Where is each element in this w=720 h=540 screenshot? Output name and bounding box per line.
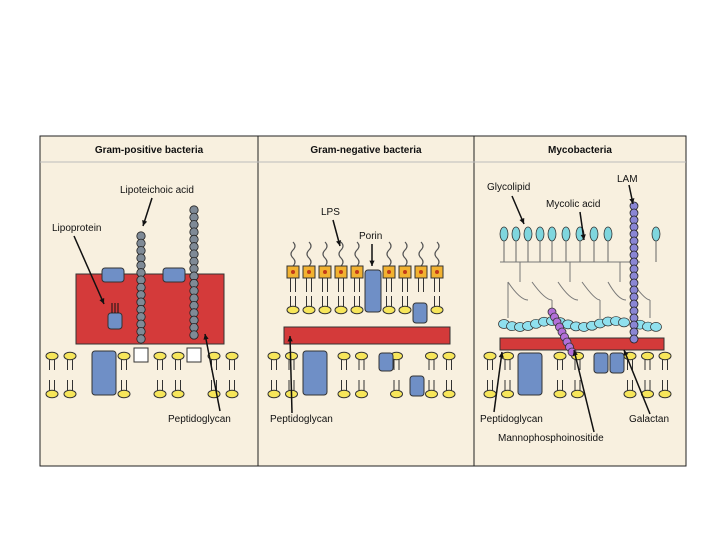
label-glycolipid: Glycolipid bbox=[487, 182, 530, 193]
lipid-head bbox=[642, 352, 654, 360]
lipid-head bbox=[226, 390, 238, 398]
lipid-head bbox=[268, 390, 280, 398]
lipid-head bbox=[659, 390, 671, 398]
porin bbox=[365, 270, 381, 312]
glycolipid-head bbox=[512, 227, 520, 241]
lipid-head bbox=[64, 352, 76, 360]
lipid-head bbox=[287, 306, 299, 314]
lipid-head bbox=[303, 306, 315, 314]
label-galactan: Galactan bbox=[629, 414, 669, 425]
panel-title: Gram-negative bacteria bbox=[310, 145, 422, 156]
lps-dot bbox=[339, 270, 343, 274]
arabinogalactan-bead bbox=[651, 322, 662, 331]
lipid-head bbox=[443, 352, 455, 360]
panel-title: Mycobacteria bbox=[548, 145, 612, 156]
label-peptidoglycan: Peptidoglycan bbox=[168, 414, 231, 425]
membrane-protein bbox=[594, 353, 608, 373]
lipid-head bbox=[356, 390, 368, 398]
membrane-protein bbox=[610, 353, 624, 373]
lipid-head bbox=[268, 352, 280, 360]
lipid-head bbox=[356, 352, 368, 360]
lipoprotein bbox=[108, 313, 122, 329]
membrane-protein bbox=[410, 376, 424, 396]
outer-membrane-protein bbox=[413, 303, 427, 323]
glycolipid-head bbox=[590, 227, 598, 241]
peptidoglycan-layer bbox=[284, 327, 450, 344]
label-peptidoglycan: Peptidoglycan bbox=[270, 414, 333, 425]
lipid-head bbox=[426, 390, 438, 398]
lipid-head bbox=[172, 390, 184, 398]
label-mannophosphoinositide: Mannophosphoinositide bbox=[498, 433, 604, 444]
label-lps: LPS bbox=[321, 207, 340, 218]
lipid-head bbox=[226, 352, 238, 360]
label-lam: LAM bbox=[617, 174, 638, 185]
lps-dot bbox=[307, 270, 311, 274]
lipid-head bbox=[431, 306, 443, 314]
lps-dot bbox=[355, 270, 359, 274]
glycolipid-head bbox=[524, 227, 532, 241]
anchor-box bbox=[187, 348, 201, 362]
lipid-head bbox=[118, 352, 130, 360]
surface-protein bbox=[163, 268, 185, 282]
glycolipid-head bbox=[604, 227, 612, 241]
membrane-protein bbox=[303, 351, 327, 395]
lipid-head bbox=[426, 352, 438, 360]
lipid-head bbox=[391, 390, 403, 398]
lipid-head bbox=[399, 306, 411, 314]
lipid-head bbox=[554, 352, 566, 360]
glycolipid-head bbox=[536, 227, 544, 241]
membrane-protein bbox=[92, 351, 116, 395]
membrane-protein bbox=[518, 353, 542, 395]
label-peptidoglycan: Peptidoglycan bbox=[480, 414, 543, 425]
lipid-head bbox=[659, 352, 671, 360]
peptidoglycan-layer bbox=[500, 338, 664, 350]
lipid-head bbox=[484, 352, 496, 360]
label-lipoprotein: Lipoprotein bbox=[52, 223, 101, 234]
surface-protein bbox=[102, 268, 124, 282]
lipoteichoic-bead bbox=[190, 331, 198, 339]
lipid-head bbox=[154, 390, 166, 398]
peptidoglycan-layer bbox=[76, 274, 224, 344]
lipid-head bbox=[64, 390, 76, 398]
lipid-head bbox=[46, 352, 58, 360]
lipid-head bbox=[383, 306, 395, 314]
lipid-head bbox=[286, 352, 298, 360]
lipid-head bbox=[118, 390, 130, 398]
lipid-head bbox=[502, 390, 514, 398]
lipoteichoic-bead bbox=[137, 335, 145, 343]
lipid-head bbox=[624, 390, 636, 398]
lipid-head bbox=[338, 352, 350, 360]
glycolipid-head bbox=[500, 227, 508, 241]
label-lipoteichoic-acid: Lipoteichoic acid bbox=[120, 185, 194, 196]
lipid-head bbox=[443, 390, 455, 398]
arabinogalactan-bead bbox=[619, 318, 630, 327]
panel-title: Gram-positive bacteria bbox=[95, 145, 204, 156]
lam-bead bbox=[630, 335, 638, 343]
lps-dot bbox=[291, 270, 295, 274]
lipid-head bbox=[208, 390, 220, 398]
lipid-head bbox=[338, 390, 350, 398]
lipid-head bbox=[172, 352, 184, 360]
lps-dot bbox=[435, 270, 439, 274]
glycolipid-head bbox=[652, 227, 660, 241]
glycolipid-head bbox=[562, 227, 570, 241]
lps-dot bbox=[387, 270, 391, 274]
lipid-head bbox=[154, 352, 166, 360]
lipid-head bbox=[46, 390, 58, 398]
lps-dot bbox=[419, 270, 423, 274]
membrane-protein bbox=[379, 353, 393, 371]
lps-dot bbox=[403, 270, 407, 274]
lipid-head bbox=[335, 306, 347, 314]
glycolipid-head bbox=[548, 227, 556, 241]
lipid-head bbox=[572, 390, 584, 398]
lps-dot bbox=[323, 270, 327, 274]
lipid-head bbox=[554, 390, 566, 398]
lipid-head bbox=[484, 390, 496, 398]
label-porin: Porin bbox=[359, 231, 382, 242]
anchor-box bbox=[134, 348, 148, 362]
lipid-head bbox=[351, 306, 363, 314]
label-mycolic-acid: Mycolic acid bbox=[546, 199, 600, 210]
lipid-head bbox=[319, 306, 331, 314]
